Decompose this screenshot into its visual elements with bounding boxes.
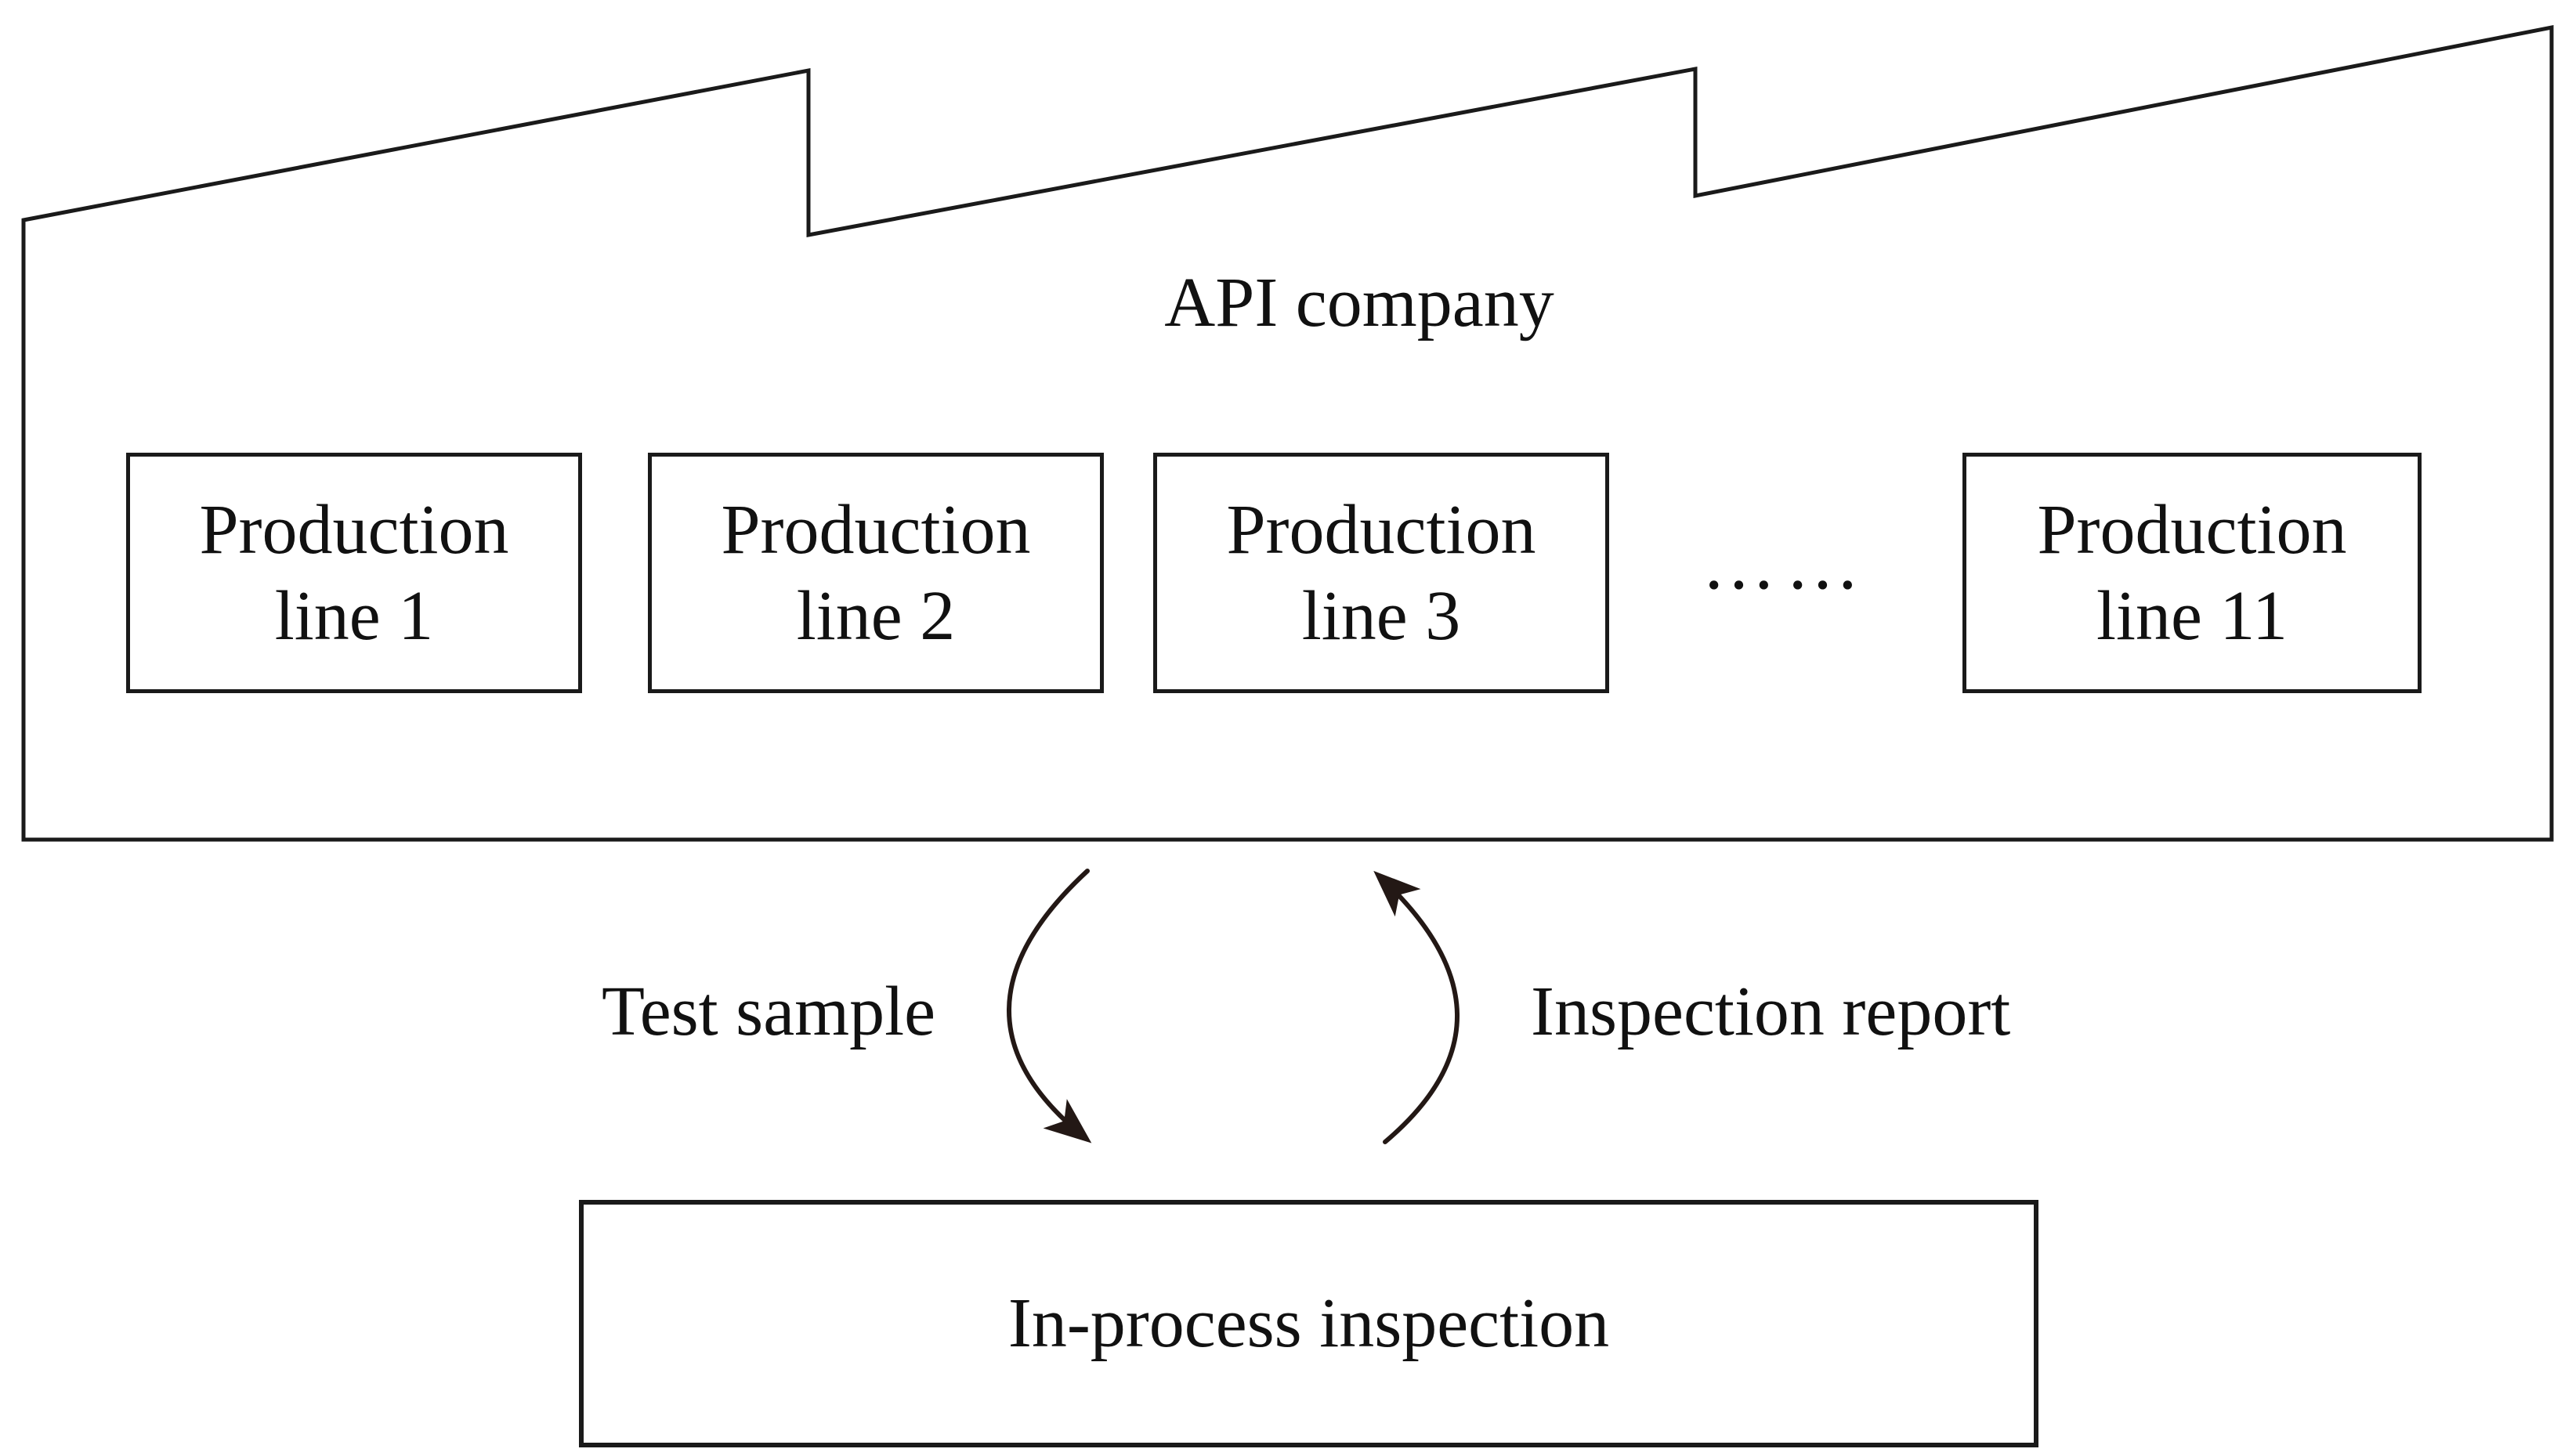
- api-company-label: API company: [1164, 264, 1554, 341]
- production-line-1-label: Production line 1: [199, 490, 509, 655]
- inspection-report-label: Inspection report: [1531, 973, 2011, 1050]
- in-process-inspection-box: In-process inspection: [579, 1200, 2038, 1447]
- production-line-1-box: Production line 1: [126, 453, 582, 693]
- production-line-11-box: Production line 11: [1962, 453, 2422, 693]
- production-line-2-box: Production line 2: [648, 453, 1104, 693]
- production-line-3-label: Production line 3: [1226, 490, 1536, 655]
- production-line-2-label: Production line 2: [721, 490, 1031, 655]
- production-line-3-box: Production line 3: [1153, 453, 1609, 693]
- inspection-report-up-arrow-icon: [1373, 870, 1460, 1144]
- factory-outline: [21, 24, 2554, 842]
- production-line-11-label: Production line 11: [2037, 490, 2347, 655]
- test-sample-down-arrow-icon: [1007, 869, 1092, 1143]
- in-process-inspection-label: In-process inspection: [1007, 1284, 1610, 1362]
- test-sample-label: Test sample: [602, 973, 936, 1050]
- production-lines-ellipsis: ……: [1702, 522, 1869, 605]
